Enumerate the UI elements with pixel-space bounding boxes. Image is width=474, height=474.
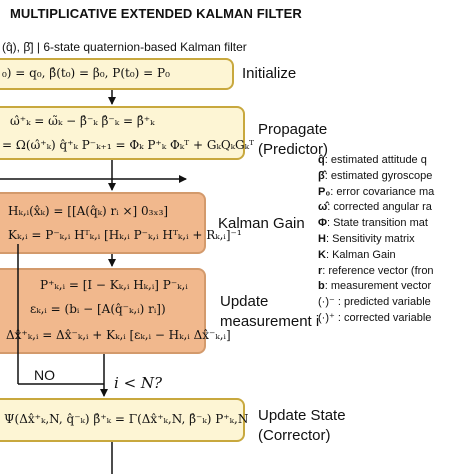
- propagate-label: Propagate: [258, 121, 328, 138]
- update-label: Update: [220, 293, 269, 310]
- propagate-equation-1: ω̂⁺ₖ = ω̃ₖ − β̂⁻ₖ β̂⁻ₖ = β̂⁺ₖ: [10, 114, 155, 128]
- update-equation-1: P⁺ₖ,ᵢ = [I − Kₖ,ᵢ Hₖ,ᵢ] P⁻ₖ,ᵢ: [40, 278, 188, 292]
- legend-item: (·)⁺ : corrected variable: [318, 311, 432, 324]
- update-state-label: Update State: [258, 407, 346, 424]
- initialize-box: [0, 58, 234, 90]
- initialize-equation: ₀) = q₀, β̂(t₀) = β₀, P(t₀) = P₀: [2, 66, 170, 80]
- gain-equation-2: Kₖ,ᵢ = P⁻ₖ,ᵢ Hᵀₖ,ᵢ [Hₖ,ᵢ P⁻ₖ,ᵢ Hᵀₖ,ᵢ + R…: [8, 228, 242, 242]
- legend-item: ω̂: corrected angular ra: [318, 201, 432, 214]
- diagram-subtitle: (q̂), β̂] | 6-state quaternion-based Kal…: [2, 40, 247, 54]
- update-equation-3: Δx̂⁺ₖ,ᵢ = Δx̂⁻ₖ,ᵢ + Kₖ,ᵢ [εₖ,ᵢ − Hₖ,ᵢ Δx…: [6, 328, 231, 342]
- kalman-gain-box: [0, 192, 206, 254]
- legend-item: q̂: estimated attitude q: [318, 154, 427, 166]
- kalman-gain-label: Kalman Gain: [218, 215, 305, 232]
- loop-condition: i < N?: [114, 374, 163, 392]
- propagate-box: [0, 106, 245, 160]
- loop-no-label: NO: [34, 367, 55, 383]
- gain-equation-1: Hₖ,ᵢ(x̂ₖ) = [[A(q̂ₖ) rᵢ ×] 0₃ₓ₃]: [8, 204, 169, 218]
- diagram-title: MULTIPLICATIVE EXTENDED KALMAN FILTER: [10, 6, 302, 21]
- propagate-equation-2: = Ω(ω̂⁺ₖ) q̂⁺ₖ P⁻ₖ₊₁ = Φₖ P⁺ₖ Φₖᵀ + GₖQₖ…: [2, 138, 255, 152]
- legend-item: P₀: error covariance ma: [318, 185, 435, 198]
- legend-item: H: Sensitivity matrix: [318, 232, 415, 245]
- legend-item: r: reference vector (fron: [318, 264, 434, 277]
- state-equation: Ψ(Δx̂⁺ₖ,N, q̂⁻ₖ) β̂⁺ₖ = Γ(Δx̂⁺ₖ,N, β̂⁻ₖ)…: [4, 412, 249, 426]
- update-measurement-box: [0, 268, 206, 354]
- corrector-label: (Corrector): [258, 427, 331, 444]
- legend-item: β̂: estimated gyroscope: [318, 169, 433, 182]
- initialize-label: Initialize: [242, 65, 297, 82]
- legend-item: b: measurement vector: [318, 280, 432, 293]
- update-equation-2: εₖ,ᵢ = (bᵢ − [A(q̂⁻ₖ,ᵢ) rᵢ]): [30, 302, 166, 316]
- legend: q̂: estimated attitude q β̂: estimated g…: [318, 153, 434, 327]
- predictor-label: (Predictor): [258, 141, 329, 158]
- update-state-box: [0, 398, 245, 442]
- legend-item: K: Kalman Gain: [318, 248, 396, 261]
- legend-item: Φ: State transition mat: [318, 217, 428, 230]
- measurement-label: measurement i: [220, 313, 320, 330]
- legend-item: (·)⁻ : predicted variable: [318, 296, 431, 309]
